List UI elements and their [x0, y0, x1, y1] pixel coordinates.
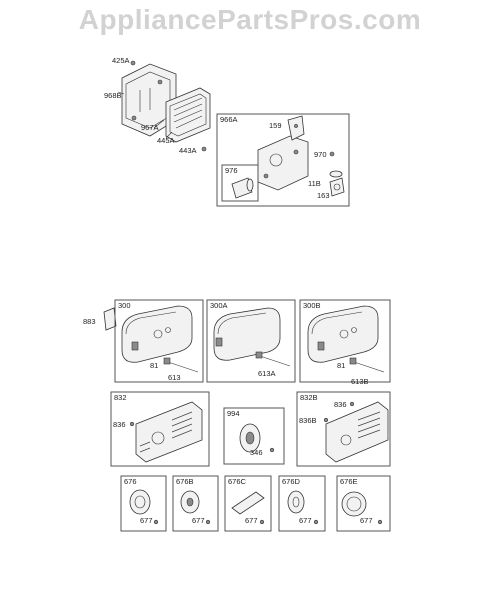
label-836B: 836B	[299, 416, 317, 425]
label-677-c: 677	[245, 516, 258, 525]
label-81-a: 81	[150, 361, 158, 370]
group-box-676D	[278, 475, 326, 532]
bolt-613A[interactable]	[255, 351, 291, 367]
group-box-976	[221, 164, 259, 202]
group-box-300A	[206, 299, 296, 383]
deflector-676B[interactable]	[180, 490, 211, 525]
label-836-b: 836	[334, 400, 347, 409]
label-967A: 967A	[141, 123, 159, 132]
label-677-e: 677	[360, 516, 373, 525]
group-box-832B	[296, 391, 391, 467]
gasket-163[interactable]	[329, 177, 345, 197]
bracket-159[interactable]	[287, 115, 305, 141]
screw-346[interactable]	[269, 447, 275, 453]
label-163: 163	[317, 191, 330, 200]
group-box-300B	[299, 299, 391, 383]
label-676E: 676E	[340, 477, 358, 486]
deflector-676C[interactable]	[231, 491, 265, 525]
bolt-613[interactable]	[163, 357, 199, 373]
group-box-300	[114, 299, 204, 383]
label-346: 346	[250, 448, 263, 457]
label-613B: 613B	[351, 377, 369, 386]
group-box-676C	[224, 475, 272, 532]
part-11B[interactable]	[329, 170, 343, 178]
label-883: 883	[83, 317, 96, 326]
bolt-613B[interactable]	[349, 357, 385, 373]
label-832: 832	[114, 393, 127, 402]
label-976: 976	[225, 166, 238, 175]
group-box-676B	[172, 475, 219, 532]
snorkel-976[interactable]	[231, 177, 254, 199]
label-300B: 300B	[303, 301, 321, 310]
group-box-676E	[336, 475, 391, 532]
screw-836-b[interactable]	[349, 401, 355, 407]
muffler-guard-832[interactable]	[135, 401, 203, 463]
deflector-676[interactable]	[129, 489, 159, 525]
label-970: 970	[314, 150, 327, 159]
label-300: 300	[118, 301, 131, 310]
screw-836-a[interactable]	[129, 421, 135, 427]
spark-arrestor-994[interactable]	[239, 423, 261, 453]
deflector-676E[interactable]	[341, 491, 383, 525]
group-box-832	[110, 391, 210, 467]
muffler-300A[interactable]	[213, 307, 281, 361]
deflector-676D[interactable]	[287, 490, 319, 525]
label-994: 994	[227, 409, 240, 418]
label-300A: 300A	[210, 301, 228, 310]
air-filter[interactable]	[165, 87, 211, 143]
muffler-guard-832B[interactable]	[325, 401, 389, 463]
label-613A: 613A	[258, 369, 276, 378]
label-966A: 966A	[220, 115, 238, 124]
label-676C: 676C	[228, 477, 247, 486]
label-677-a: 677	[140, 516, 153, 525]
label-676B: 676B	[176, 477, 194, 486]
muffler-300[interactable]	[121, 305, 193, 363]
label-677-b: 677	[192, 516, 205, 525]
label-445A: 445A	[157, 136, 175, 145]
screw-425A[interactable]	[130, 60, 136, 66]
label-81-b: 81	[337, 361, 345, 370]
label-968B: 968B	[104, 91, 122, 100]
cover-assembly[interactable]	[257, 135, 309, 191]
screw-836B[interactable]	[323, 417, 329, 423]
label-159: 159	[269, 121, 282, 130]
gasket-883[interactable]	[103, 307, 117, 331]
screw-970[interactable]	[329, 151, 335, 157]
label-677-d: 677	[299, 516, 312, 525]
label-425A: 425A	[112, 56, 130, 65]
label-11B: 11B	[308, 179, 321, 188]
muffler-300B[interactable]	[307, 305, 379, 363]
label-443A: 443A	[179, 146, 197, 155]
label-836-a: 836	[113, 420, 126, 429]
group-box-966A	[216, 113, 350, 207]
label-676D: 676D	[282, 477, 301, 486]
group-box-676	[120, 475, 167, 532]
label-613: 613	[168, 373, 181, 382]
label-676: 676	[124, 477, 137, 486]
watermark-logo: AppliancePartsPros.com	[78, 4, 422, 35]
screw-443A[interactable]	[201, 146, 207, 152]
label-832B: 832B	[300, 393, 318, 402]
group-box-994	[223, 407, 285, 465]
